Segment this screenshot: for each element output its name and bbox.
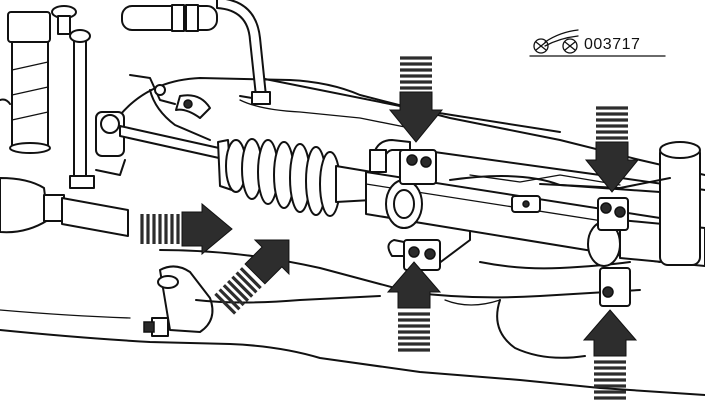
control-arm	[143, 265, 381, 337]
callout-arrow-clamp1-bottom	[386, 261, 442, 352]
callout-arrow-left-diagonal	[214, 239, 290, 315]
hose-fittings	[129, 74, 253, 119]
callout-arrow-clamp2-bottom	[582, 309, 638, 400]
shock-absorber	[0, 11, 51, 154]
callout-arrow-clamp2-top	[584, 106, 640, 193]
coolant-hose	[121, 0, 271, 105]
callout-arrow-clamp1-top	[388, 56, 444, 143]
callout-arrow-left-horizontal	[140, 202, 233, 256]
stabilizer-link	[51, 5, 126, 189]
car-brand-logo-icon	[533, 29, 579, 54]
figure-reference-code: 003717	[584, 36, 641, 53]
rack-housing	[365, 139, 705, 267]
rack-boot	[217, 138, 373, 217]
tie-rod	[0, 111, 229, 237]
mounting-clamp-2	[587, 197, 631, 307]
